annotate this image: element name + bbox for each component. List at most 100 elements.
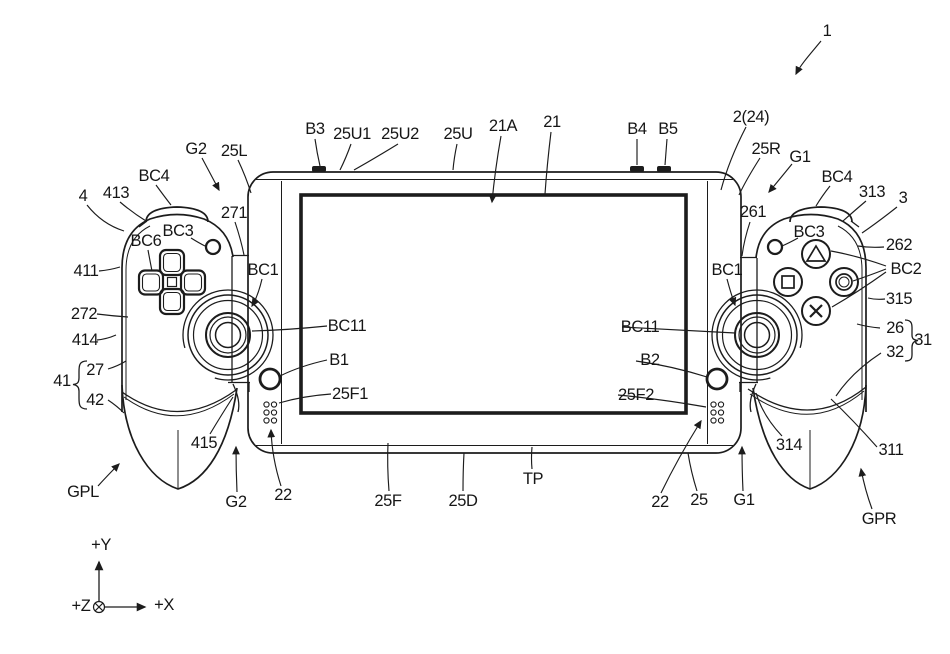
tablet-body <box>247 171 742 454</box>
leader-42 <box>107 399 125 414</box>
leader-25u <box>452 143 458 171</box>
cross-icon <box>809 304 823 318</box>
left-bc3-button <box>204 238 222 256</box>
left-controller <box>121 206 274 490</box>
leader-bc11-right <box>621 326 736 334</box>
leader-ref-1 <box>795 40 822 76</box>
axis-z-icon <box>92 600 106 614</box>
right-grip-outline <box>752 384 867 490</box>
tablet-unit <box>228 166 758 454</box>
right-analog-stick <box>711 289 803 381</box>
button-b4 <box>630 166 644 172</box>
leader-b5 <box>664 138 668 166</box>
bracket-41 <box>72 360 88 410</box>
touch-screen <box>299 193 688 415</box>
leader-bc3-left <box>190 237 206 247</box>
right-body-outline <box>755 213 867 412</box>
button-b3 <box>312 166 326 172</box>
square-icon <box>781 275 795 289</box>
leader-272 <box>96 313 129 318</box>
leader-bc1-left <box>251 278 263 308</box>
right-shoulder-ledge <box>850 220 860 228</box>
leader-gpr <box>858 467 873 510</box>
leader-27 <box>107 360 127 370</box>
leader-g2-top <box>201 157 220 192</box>
dpad-center <box>166 276 178 288</box>
leader-262 <box>857 245 885 248</box>
right-grip-seam-1 <box>747 386 867 411</box>
left-body-inner-line <box>125 225 151 400</box>
left-shoulder-button <box>145 206 209 223</box>
leader-bc4-right <box>815 185 831 207</box>
left-body-outline <box>121 213 234 412</box>
axis-indicator <box>92 560 147 614</box>
right-grip-seam-2 <box>749 390 865 415</box>
leader-bc1-right <box>726 278 737 307</box>
leader-bc3-right <box>781 237 799 247</box>
right-body-inner-line <box>837 225 863 400</box>
button-b2 <box>705 367 729 391</box>
leader-bc4-left <box>155 184 172 206</box>
dpad <box>137 248 207 316</box>
leader-bc2-c <box>831 271 887 308</box>
leader-b2 <box>635 360 708 378</box>
leader-25f <box>387 442 390 492</box>
leader-311 <box>830 398 878 448</box>
speaker-holes-left <box>263 401 278 424</box>
leader-3 <box>861 206 898 234</box>
leader-413 <box>119 201 147 222</box>
left-grip-seam-1 <box>121 389 237 413</box>
circle-button <box>829 267 859 297</box>
leader-271 <box>234 221 245 256</box>
leader-2-24 <box>720 126 747 191</box>
circle-icon <box>835 273 853 291</box>
leader-313 <box>842 200 867 222</box>
leader-g1-bottom <box>738 445 746 492</box>
triangle-icon <box>805 244 827 262</box>
square-button <box>773 267 803 297</box>
leader-tp <box>530 446 533 470</box>
leader-314 <box>755 392 783 437</box>
left-analog-stick <box>182 289 274 381</box>
leader-22-right <box>660 419 702 494</box>
leader-26 <box>856 323 881 329</box>
leader-415 <box>209 396 234 435</box>
leader-25u2 <box>353 143 399 171</box>
leader-25u1 <box>339 143 352 171</box>
leader-lines <box>86 40 898 510</box>
leader-261 <box>741 221 751 257</box>
leader-21a <box>488 135 502 204</box>
leader-25f1 <box>278 393 332 404</box>
left-rail <box>228 254 250 413</box>
bracket-31 <box>904 319 919 362</box>
leader-25l <box>237 159 252 194</box>
right-rail <box>739 256 758 413</box>
button-b1 <box>258 367 282 391</box>
leader-g2-bottom <box>232 445 240 493</box>
leader-21 <box>544 131 552 195</box>
leader-414 <box>96 334 117 341</box>
leader-25d <box>462 452 465 492</box>
speaker-holes-right <box>710 401 725 424</box>
leader-4 <box>86 204 125 232</box>
leader-bc2-a <box>830 250 887 267</box>
triangle-button <box>801 239 831 269</box>
leader-bc2-b <box>852 268 887 282</box>
leader-b3 <box>314 138 321 167</box>
leader-bc11-left <box>251 325 328 332</box>
leader-g1-top <box>768 163 793 193</box>
leader-25r <box>738 157 761 196</box>
brackets <box>72 319 919 410</box>
leader-gpl <box>97 463 120 487</box>
leader-315 <box>867 297 886 300</box>
leader-b1 <box>279 359 328 377</box>
leader-25f2 <box>617 394 707 408</box>
leader-22-left <box>267 428 282 487</box>
leader-32 <box>835 352 882 397</box>
left-grip-seam-2 <box>123 393 235 417</box>
left-grip-outline <box>121 384 238 490</box>
right-bc3-button <box>766 238 784 256</box>
button-b5 <box>657 166 671 172</box>
